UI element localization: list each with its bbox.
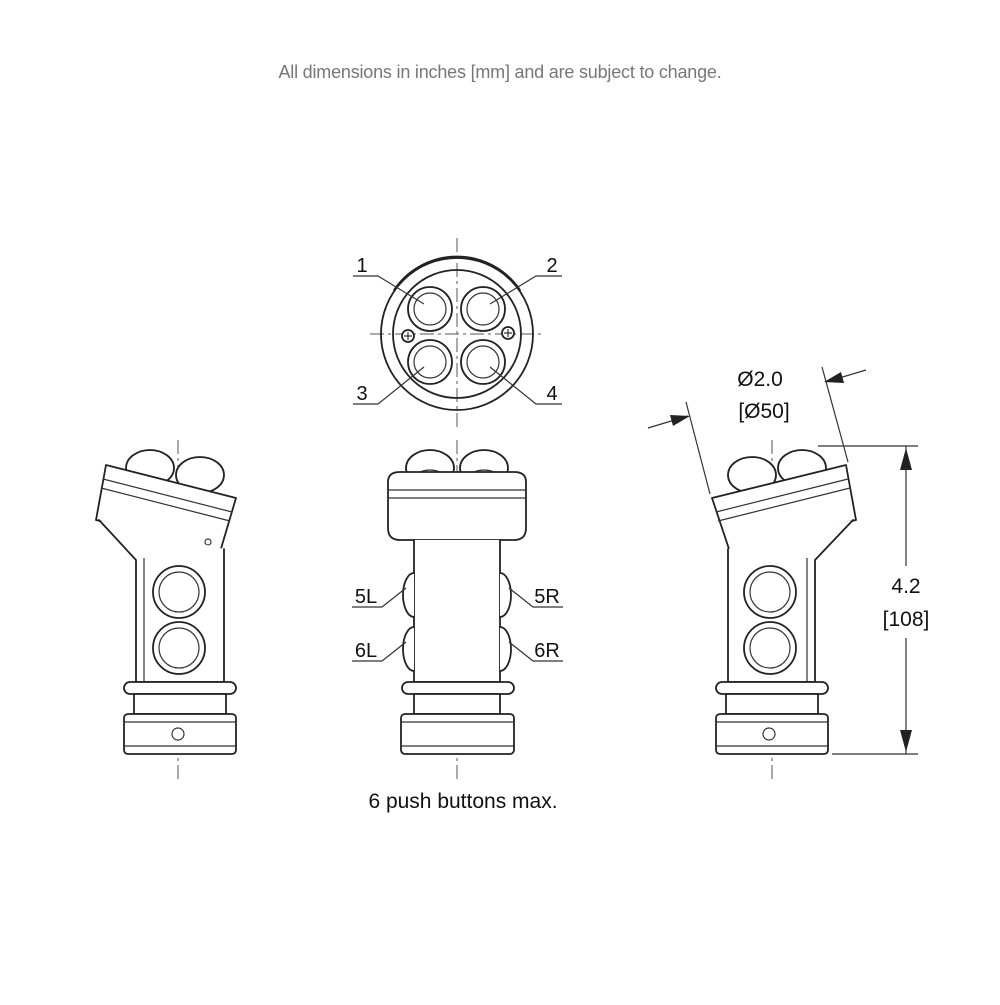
front-view-head — [387, 471, 527, 541]
label-6L: 6L — [355, 640, 377, 662]
left-view-collar — [123, 681, 237, 695]
side-button-6R — [499, 626, 512, 672]
height-inches: 4.2 — [891, 575, 920, 598]
right-view-neck — [725, 693, 819, 715]
leader-4 — [489, 366, 562, 405]
side-button-5R — [499, 572, 512, 618]
right-side-view — [711, 440, 857, 780]
top-button-4-cap — [466, 345, 500, 379]
left-view-base-hole — [171, 727, 185, 741]
diameter-dimension: Ø2.0 [Ø50] — [647, 366, 867, 495]
left-view-base — [123, 713, 237, 755]
top-button-3 — [407, 339, 453, 385]
top-view-rim-shade — [393, 255, 521, 291]
leader-5L — [352, 587, 407, 608]
right-view-side-button-upper — [743, 565, 797, 619]
diameter-arrow-left — [670, 415, 690, 426]
right-view-collar — [715, 681, 829, 695]
label-button-3: 3 — [356, 383, 367, 405]
left-view-side-button-upper — [152, 565, 206, 619]
label-6R: 6R — [534, 640, 560, 662]
side-button-6L — [402, 626, 415, 672]
screw-left-icon — [401, 329, 415, 343]
label-5R: 5R — [534, 586, 560, 608]
right-view-head-band-1 — [715, 478, 849, 513]
front-view-neck — [413, 693, 501, 715]
leader-5R — [508, 587, 563, 608]
left-view-head-hole — [204, 538, 212, 546]
front-view-body — [413, 539, 501, 683]
top-view-inner-ring — [392, 269, 522, 399]
diameter-extension-left — [685, 401, 711, 495]
right-view-base-hole — [762, 727, 776, 741]
label-5L: 5L — [355, 586, 377, 608]
label-button-4: 4 — [546, 383, 557, 405]
height-mm: [108] — [883, 608, 930, 631]
leader-2 — [489, 275, 562, 305]
diameter-mm: [Ø50] — [738, 400, 789, 423]
right-view-head-band-2 — [717, 487, 851, 522]
top-button-3-cap — [413, 345, 447, 379]
diameter-inches: Ø2.0 — [737, 368, 783, 391]
height-arrow-top — [900, 448, 912, 470]
leader-6L — [352, 641, 407, 662]
left-view-neck — [133, 693, 227, 715]
right-view-base — [715, 713, 829, 755]
left-side-view — [95, 440, 237, 780]
diameter-arrow-right — [824, 372, 844, 383]
leader-1 — [353, 275, 425, 305]
left-view-side-button-lower — [152, 621, 206, 675]
leader-3 — [353, 366, 425, 405]
right-view-head — [711, 464, 857, 553]
top-button-4 — [460, 339, 506, 385]
label-button-1: 1 — [356, 255, 367, 277]
front-view: 5L 6L 5R 6R — [352, 440, 563, 780]
top-view-outer-ring — [380, 257, 534, 411]
front-view-base — [400, 713, 515, 755]
height-arrow-bottom — [900, 730, 912, 752]
height-dimension: 4.2 [108] — [818, 445, 930, 755]
screw-right-icon — [501, 326, 515, 340]
label-button-2: 2 — [546, 255, 557, 277]
top-button-1-cap — [413, 292, 447, 326]
left-view-head-band-2 — [100, 487, 231, 522]
top-view: 1 2 3 4 — [353, 238, 562, 430]
side-button-5L — [402, 572, 415, 618]
left-view-head-band-1 — [102, 478, 233, 513]
front-view-collar — [401, 681, 515, 695]
top-button-1 — [407, 286, 453, 332]
right-view-side-button-lower — [743, 621, 797, 675]
leader-6R — [508, 641, 563, 662]
top-button-2-cap — [466, 292, 500, 326]
top-button-2 — [460, 286, 506, 332]
caption: 6 push buttons max. — [368, 790, 557, 813]
dimensions-note: All dimensions in inches [mm] and are su… — [278, 62, 722, 82]
